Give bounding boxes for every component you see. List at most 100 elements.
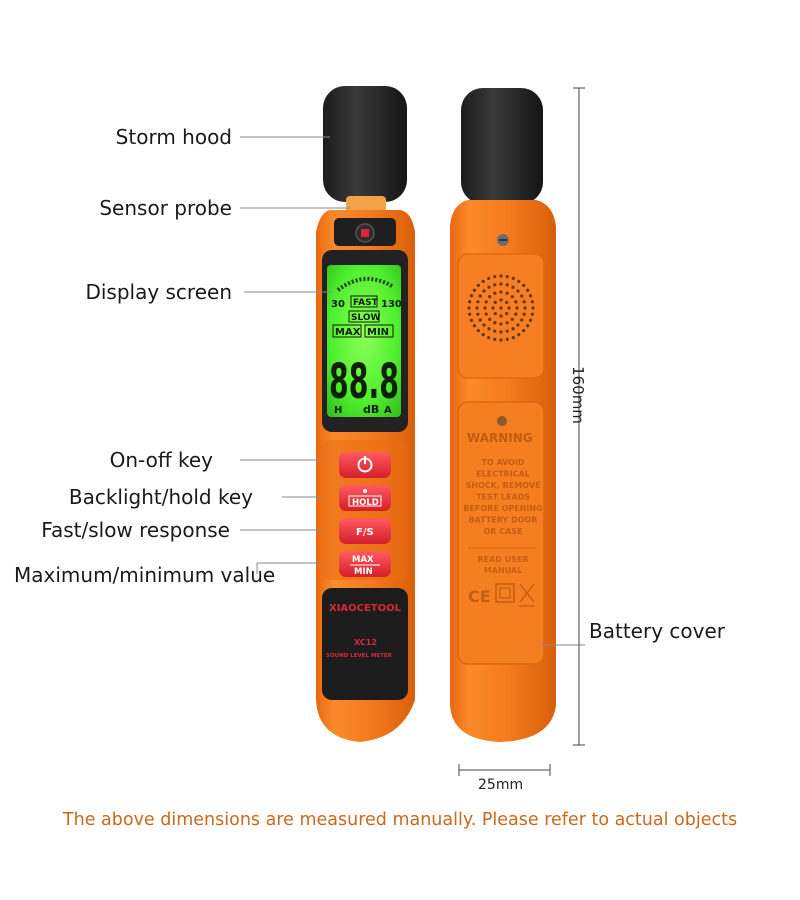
lcd-range-low: 30: [331, 299, 345, 310]
storm-hood-back: [461, 88, 543, 204]
speaker-hole: [522, 329, 526, 333]
disclaimer-caption: The above dimensions are measured manual…: [62, 810, 738, 830]
speaker-hole: [507, 306, 511, 310]
speaker-hole: [505, 321, 509, 325]
speaker-hole: [530, 312, 534, 316]
speaker-hole: [515, 306, 519, 310]
speaker-hole: [481, 279, 485, 283]
speaker-hole: [469, 294, 474, 298]
speaker-hole: [499, 306, 503, 310]
speaker-hole: [476, 283, 480, 287]
lcd-hold-flag: H: [334, 405, 342, 416]
speaker-hole: [499, 298, 503, 302]
fast-slow-button[interactable]: F/S: [339, 518, 391, 544]
speaker-hole: [505, 312, 509, 316]
speaker-hole: [505, 283, 509, 287]
speaker-hole: [482, 323, 486, 327]
lcd-digits: 88.8: [329, 354, 399, 410]
speaker-hole: [491, 306, 495, 310]
speaker-hole: [487, 327, 491, 331]
callout-storm-hood: Storm hood: [115, 125, 232, 149]
speaker-hole: [476, 312, 480, 316]
speaker-hole: [499, 322, 503, 326]
warning-line: ELECTRICAL: [476, 470, 530, 479]
callout-battery-cover: Battery cover: [589, 619, 725, 643]
speaker-hole: [484, 312, 488, 316]
speaker-hole: [478, 294, 482, 298]
speaker-hole: [468, 312, 472, 316]
speaker-hole: [522, 300, 526, 304]
warning-text: TO AVOID ELECTRICAL SHOCK, REMOVE TEST LEAD…: [463, 458, 542, 536]
warning-line: TEST LEADS: [476, 493, 530, 502]
lcd-range-high: 130: [381, 299, 402, 310]
speaker-hole: [505, 329, 509, 333]
dimension-lines: [458, 87, 585, 776]
speaker-hole: [505, 300, 509, 304]
speaker-hole: [468, 300, 472, 304]
warning-line: OR CASE: [483, 527, 522, 536]
callout-backlight-hold-key: Backlight/hold key: [68, 485, 253, 509]
speaker-hole: [510, 317, 514, 321]
speaker-hole: [467, 306, 471, 310]
speaker-hole: [493, 337, 497, 341]
speaker-hole: [472, 324, 476, 328]
warning-line: SHOCK, REMOVE: [466, 481, 541, 490]
speaker-hole: [517, 279, 521, 283]
speaker-hole: [511, 276, 515, 281]
speaker-hole: [523, 306, 527, 310]
lcd-fast: FAST: [353, 298, 379, 308]
speaker-hole: [528, 318, 533, 322]
speaker-hole: [493, 283, 497, 287]
warning-line: TO AVOID: [481, 458, 525, 467]
lcd-weighting: A: [384, 405, 392, 416]
model-desc: SOUND LEVEL METER: [326, 653, 393, 659]
callout-lines: [240, 136, 585, 646]
max-min-button[interactable]: MAX MIN: [339, 551, 391, 577]
speaker-hole: [526, 288, 530, 292]
lcd-min: MIN: [367, 327, 389, 338]
callout-fast-slow-response: Fast/slow response: [41, 518, 230, 542]
speaker-hole: [481, 333, 485, 337]
callout-max-min-value: Maximum/minimum value: [14, 563, 276, 587]
speaker-hole: [520, 294, 524, 298]
speaker-hole: [475, 306, 479, 310]
speaker-hole: [499, 330, 503, 334]
speaker-hole: [493, 329, 497, 333]
speaker-hole: [493, 291, 497, 295]
warning-line: BEFORE OPENING: [463, 504, 542, 513]
dimension-width: 25mm: [478, 777, 524, 793]
speaker-hole: [516, 289, 520, 293]
speaker-hole: [505, 337, 509, 341]
speaker-hole: [514, 312, 518, 316]
storm-hood: [323, 86, 407, 202]
hold-label: HOLD: [352, 498, 379, 508]
speaker-hole: [499, 290, 503, 294]
speaker-hole: [493, 275, 497, 279]
front-device: 30 130 FAST SLOW MAX MIN 88.8 H dB A: [316, 86, 415, 742]
speaker-hole: [476, 329, 480, 333]
min-label: MIN: [354, 567, 373, 577]
power-button[interactable]: [339, 452, 391, 478]
manual-line: READ USER: [477, 555, 528, 564]
speaker-hole: [516, 323, 520, 327]
speaker-hole: [487, 285, 491, 289]
speaker-hole: [522, 283, 526, 287]
speaker-grille: [467, 274, 535, 342]
speaker-hole: [520, 318, 524, 322]
speaker-hole: [505, 275, 509, 279]
callout-on-off-key: On-off key: [109, 448, 213, 472]
model-name: XC12: [354, 638, 377, 647]
speaker-hole: [472, 288, 476, 292]
speaker-hole: [493, 300, 497, 304]
backlight-hold-button[interactable]: HOLD: [339, 485, 391, 511]
speaker-hole: [530, 300, 534, 304]
speaker-hole: [493, 321, 497, 325]
speaker-hole: [476, 300, 480, 304]
speaker-hole: [478, 318, 482, 322]
speaker-hole: [488, 317, 492, 321]
speaker-hole: [487, 276, 491, 281]
